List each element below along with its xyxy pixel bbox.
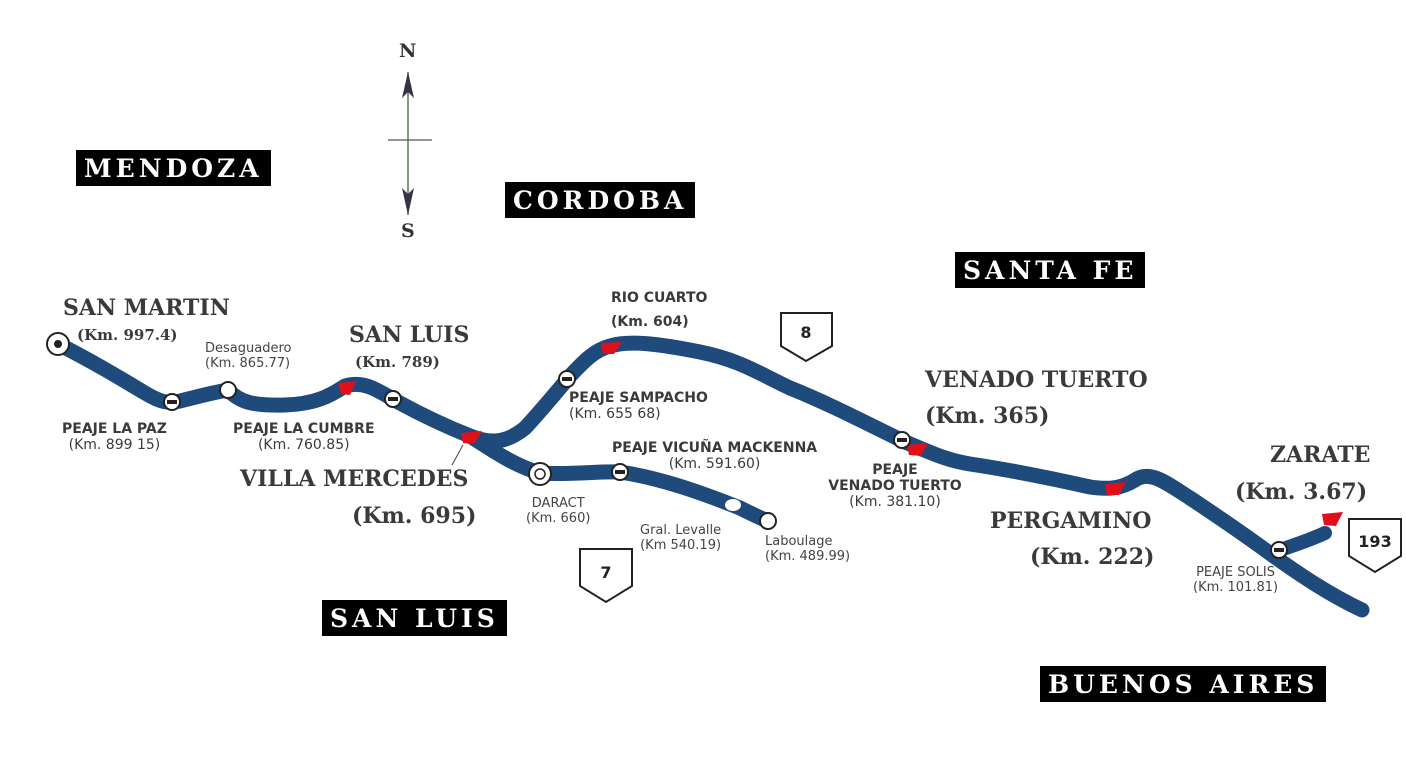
- province-label-cordoba: CORDOBA: [505, 182, 696, 218]
- toll-solis-name: PEAJE SOLIS: [1196, 565, 1276, 580]
- point-gral-levalle-name: Gral. Levalle: [640, 523, 722, 538]
- toll-venado-tuerto-line1: PEAJE: [872, 462, 918, 478]
- province-label-buenos-aires: BUENOS AIRES: [1040, 666, 1327, 702]
- villa-mercedes-marker-icon: [461, 431, 482, 444]
- point-gral-levalle-km: (Km 540.19): [640, 537, 722, 553]
- toll-sampacho-km: (Km. 655 68): [569, 406, 661, 423]
- city-km-rio-cuarto: (Km. 604): [611, 314, 689, 330]
- toll-la-paz-km: (Km. 899 15): [68, 437, 161, 454]
- point-daract: DARACT (Km. 660): [526, 496, 591, 527]
- svg-text:8: 8: [800, 323, 811, 342]
- toll-la-cumbre-icon: [384, 390, 402, 408]
- route-8-shield-icon: 8: [780, 312, 833, 363]
- toll-solis-icon: [1270, 541, 1288, 559]
- toll-venado-tuerto-line2: VENADO TUERTO: [828, 478, 962, 495]
- venado-tuerto-marker-icon: [907, 443, 928, 456]
- city-km-venado-tuerto: (Km. 365): [925, 403, 1050, 429]
- city-name-san-luis: SAN LUIS: [349, 322, 470, 348]
- rio-cuarto-marker-icon: [601, 342, 622, 354]
- pergamino-marker-icon: [1105, 482, 1126, 495]
- province-label-santa-fe: SANTA FE: [955, 252, 1146, 288]
- toll-vicuna-mackenna-name: PEAJE VICUÑA MACKENNA: [612, 440, 818, 456]
- city-name-pergamino: PERGAMINO: [990, 508, 1152, 534]
- city-name-villa-mercedes: VILLA MERCEDES: [240, 466, 469, 492]
- toll-la-cumbre-km: (Km. 760.85): [257, 437, 350, 454]
- compass-icon: [388, 72, 432, 215]
- city-name-rio-cuarto: RIO CUARTO: [611, 290, 708, 306]
- city-km-zarate: (Km. 3.67): [1235, 479, 1368, 505]
- svg-text:193: 193: [1358, 532, 1391, 551]
- gral-levalle-point-icon: [725, 499, 741, 511]
- point-daract-km: (Km. 660): [526, 510, 591, 526]
- desaguadero-point-icon: [219, 381, 237, 399]
- point-laboulage-km: (Km. 489.99): [765, 548, 851, 564]
- toll-sampacho-icon: [558, 370, 576, 388]
- laboulage-point-icon: [759, 512, 777, 530]
- toll-label-la-cumbre: PEAJE LA CUMBRE (Km. 760.85): [233, 421, 375, 453]
- toll-la-paz-icon: [163, 393, 181, 411]
- toll-vicuna-mackenna-icon: [611, 463, 629, 481]
- san-martin-point-icon: [46, 332, 70, 356]
- city-name-zarate: ZARATE: [1270, 442, 1371, 468]
- compass-south-label: S: [401, 220, 415, 242]
- toll-la-cumbre-name: PEAJE LA CUMBRE: [233, 421, 375, 437]
- san-luis-marker-icon: [338, 381, 356, 395]
- toll-vicuna-mackenna-km: (Km. 591.60): [668, 456, 761, 473]
- svg-text:7: 7: [600, 563, 611, 582]
- point-desaguadero: Desaguadero (Km. 865.77): [205, 341, 292, 372]
- city-name-venado-tuerto: VENADO TUERTO: [925, 367, 1148, 393]
- route-193-shield-icon: 193: [1348, 518, 1402, 574]
- toll-label-vicuna-mackenna: PEAJE VICUÑA MACKENNA (Km. 591.60): [612, 440, 817, 472]
- province-label-mendoza: MENDOZA: [76, 150, 271, 186]
- province-label-san-luis: SAN LUIS: [322, 600, 507, 636]
- city-km-villa-mercedes: (Km. 695): [352, 503, 477, 529]
- point-desaguadero-name: Desaguadero: [205, 341, 292, 356]
- toll-label-solis: PEAJE SOLIS (Km. 101.81): [1193, 565, 1279, 596]
- toll-sampacho-name: PEAJE SAMPACHO: [569, 390, 708, 406]
- toll-label-venado-tuerto: PEAJE VENADO TUERTO (Km. 381.10): [815, 462, 975, 510]
- toll-label-sampacho: PEAJE SAMPACHO (Km. 655 68): [569, 390, 708, 422]
- city-name-san-martin: SAN MARTIN: [63, 295, 230, 321]
- toll-label-la-paz: PEAJE LA PAZ (Km. 899 15): [62, 421, 167, 453]
- city-km-san-martin: (Km. 997.4): [77, 326, 178, 344]
- point-daract-name: DARACT: [531, 496, 585, 511]
- villa-mercedes-leader: [451, 444, 464, 466]
- point-laboulage: Laboulage (Km. 489.99): [765, 534, 851, 565]
- city-km-pergamino: (Km. 222): [1030, 544, 1155, 570]
- route-7-shield-icon: 7: [579, 548, 633, 604]
- toll-la-paz-name: PEAJE LA PAZ: [62, 421, 167, 437]
- toll-solis-km: (Km. 101.81): [1193, 579, 1279, 595]
- toll-venado-tuerto-icon: [893, 431, 911, 449]
- daract-point-icon: [528, 462, 552, 486]
- point-laboulage-name: Laboulage: [765, 534, 833, 549]
- zarate-marker-icon: [1322, 512, 1343, 526]
- point-gral-levalle: Gral. Levalle (Km 540.19): [640, 523, 722, 554]
- compass-north-label: N: [399, 40, 417, 62]
- point-desaguadero-km: (Km. 865.77): [205, 355, 291, 371]
- toll-venado-tuerto-km: (Km. 381.10): [849, 494, 941, 511]
- city-km-san-luis: (Km. 789): [355, 353, 440, 371]
